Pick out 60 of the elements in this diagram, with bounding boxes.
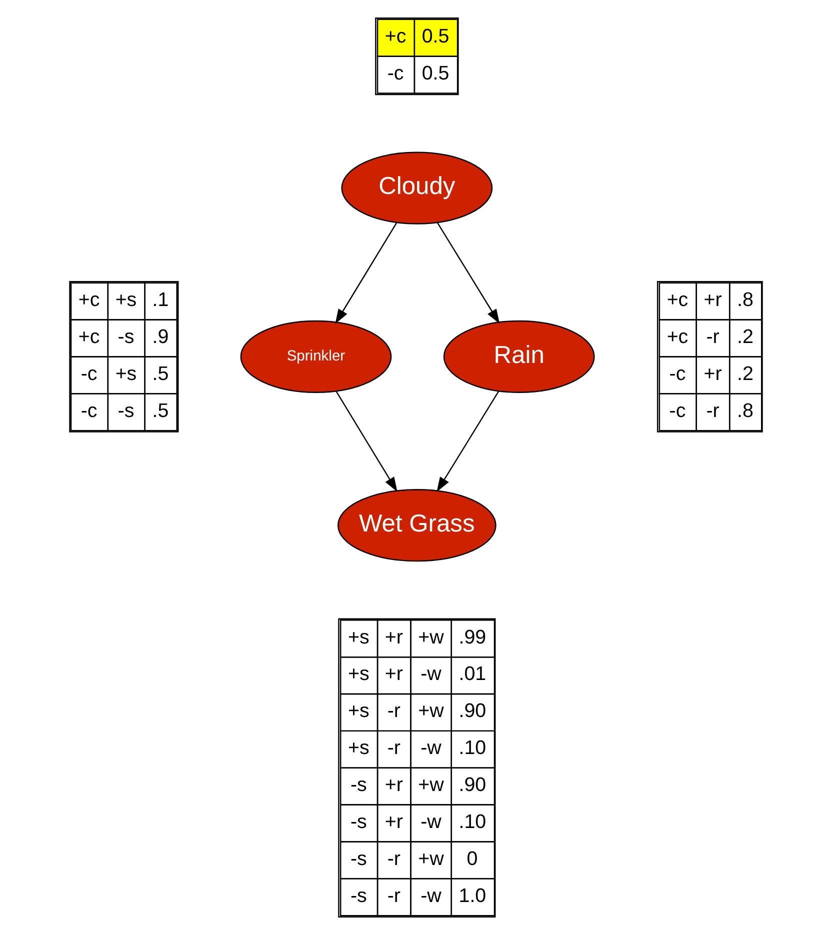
label: 0	[466, 848, 478, 870]
label: .2	[736, 362, 753, 385]
label: .10	[458, 737, 486, 760]
label: .5	[152, 400, 168, 422]
label: -c	[386, 62, 404, 84]
label: 1.0	[458, 884, 486, 907]
label: -s	[350, 848, 366, 870]
label: +s	[347, 663, 369, 686]
label: -s	[350, 884, 366, 907]
label: .5	[152, 362, 168, 385]
label: .90	[458, 774, 486, 796]
label: .01	[458, 663, 486, 686]
label: +w	[418, 700, 444, 722]
label: .90	[458, 700, 486, 722]
label: -w	[420, 810, 441, 833]
label: -c	[668, 400, 686, 422]
label: -r	[386, 737, 400, 760]
label: +w	[418, 848, 444, 870]
label: 0.5	[421, 62, 449, 84]
label: +s	[114, 288, 136, 311]
label: -r	[386, 700, 400, 722]
label: -s	[117, 400, 134, 422]
label: +r	[384, 626, 402, 648]
label: -c	[80, 400, 97, 422]
label: .1	[152, 288, 168, 311]
label: .8	[736, 400, 753, 422]
label: +w	[418, 626, 444, 648]
label: +c	[666, 326, 688, 348]
label: -c	[668, 362, 686, 385]
label: -w	[420, 663, 441, 686]
label: -r	[706, 400, 719, 422]
label: -r	[706, 326, 719, 348]
label: .2	[736, 326, 753, 348]
label: +s	[114, 362, 136, 385]
label: .99	[458, 626, 486, 648]
label: +s	[347, 626, 369, 648]
label: -s	[117, 326, 134, 348]
label: +c	[78, 288, 100, 311]
label: +s	[347, 700, 369, 722]
label: +r	[384, 663, 402, 686]
label: -w	[420, 737, 441, 760]
label: -r	[386, 884, 400, 907]
label: .8	[736, 288, 753, 311]
label: .9	[152, 326, 168, 348]
label: +r	[384, 810, 402, 833]
label: +r	[384, 774, 402, 796]
label: +r	[703, 362, 722, 385]
label: -r	[386, 848, 400, 870]
label: 0.5	[421, 26, 449, 48]
label: +c	[666, 288, 688, 311]
label: +w	[418, 774, 444, 796]
label: +c	[78, 326, 100, 348]
label: -c	[80, 362, 97, 385]
label: +r	[703, 288, 722, 311]
label: +s	[347, 737, 369, 760]
label: +c	[384, 26, 406, 48]
label: -s	[350, 774, 366, 796]
label: -w	[420, 884, 441, 907]
label: .10	[458, 810, 486, 833]
label: -s	[350, 810, 366, 833]
